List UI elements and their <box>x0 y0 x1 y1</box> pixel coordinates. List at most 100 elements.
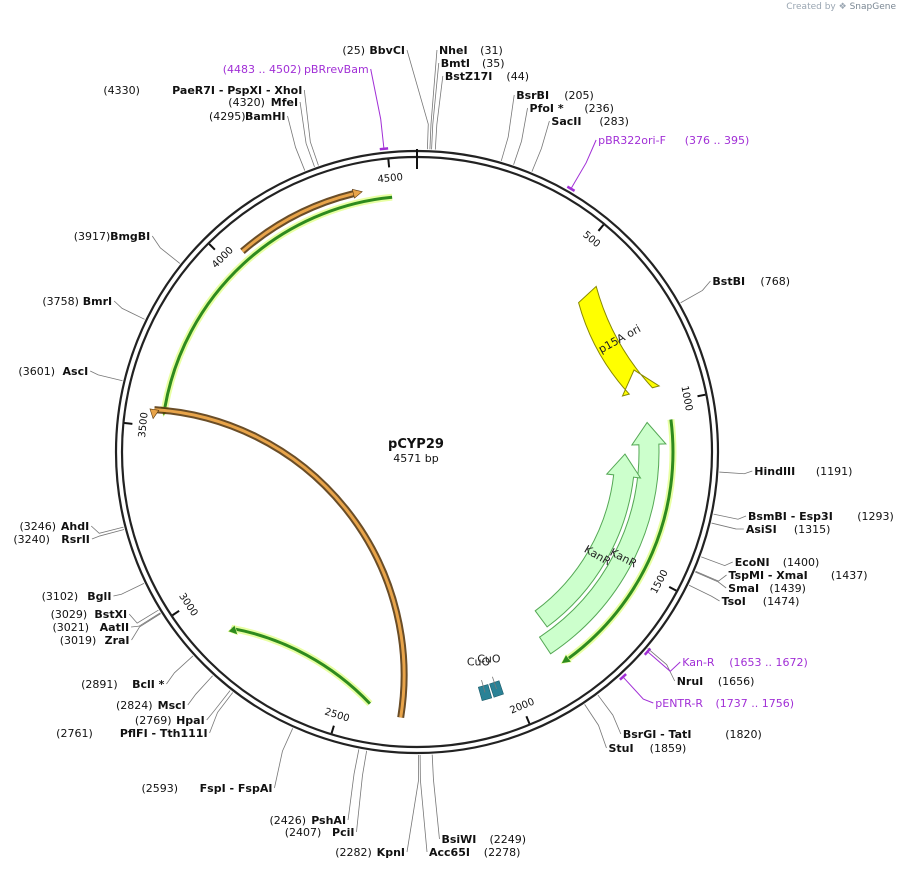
primer-name: pBR322ori-F <box>598 134 666 147</box>
site-bsiwi[interactable]: BsiWI(2249) <box>441 833 526 846</box>
site-bsrgi-tati[interactable]: BsrGI - TatI(1820) <box>623 728 762 741</box>
site-bcli[interactable]: BclI *(2891) <box>81 678 165 691</box>
site-bmti[interactable]: BmtI(35) <box>441 57 505 70</box>
site-bmri[interactable]: BmrI(3758) <box>42 295 112 308</box>
primer-pbrrevbam[interactable]: pBRrevBam(4483 .. 4502) <box>223 63 389 151</box>
site-name: BmgBI <box>110 230 150 243</box>
site-name: TsoI <box>722 595 746 608</box>
site-position: (3029) <box>51 608 88 621</box>
feature-orange-bottom[interactable] <box>149 406 408 719</box>
site-pshai[interactable]: PshAI(2426) <box>269 814 346 827</box>
primer-mark <box>566 185 576 192</box>
site-name: PflFI - Tth111I <box>120 727 208 740</box>
primer-pbr322ori-f[interactable]: pBR322ori-F(376 .. 395) <box>566 134 749 192</box>
site-position: (4295) <box>209 110 246 123</box>
primer-mark <box>379 147 389 151</box>
site-leader <box>597 694 622 735</box>
site-acc65i[interactable]: Acc65I(2278) <box>429 846 520 859</box>
site-position: (2761) <box>56 727 93 740</box>
tick-mark <box>668 585 677 592</box>
site-rsrii[interactable]: RsrII(3240) <box>13 533 90 546</box>
site-zrai[interactable]: ZraI(3019) <box>60 634 130 647</box>
site-name: PshAI <box>311 814 346 827</box>
site-tsoi[interactable]: TsoI(1474) <box>722 595 800 608</box>
site-name: BsmBI - Esp3I <box>748 510 833 523</box>
site-paer7i-pspxi-xhoi[interactable]: PaeR7I - PspXI - XhoI(4330) <box>103 84 302 97</box>
site-pfoi[interactable]: PfoI *(236) <box>530 102 614 115</box>
site-tspmi-xmai[interactable]: TspMI - XmaI(1437) <box>729 569 868 582</box>
primer-kan-r[interactable]: Kan-R(1653 .. 1672) <box>643 647 808 669</box>
site-nhei[interactable]: NheI(31) <box>439 44 503 57</box>
feature-body-kanr-inner <box>534 453 642 628</box>
site-name: TspMI - XmaI <box>729 569 808 582</box>
site-sacii[interactable]: SacII(283) <box>551 115 629 128</box>
site-fspi-fspai[interactable]: FspI - FspAI(2593) <box>141 782 272 795</box>
site-name: ZraI <box>105 634 130 647</box>
site-name: AscI <box>63 365 89 378</box>
site-bmgbi[interactable]: BmgBI(3917) <box>74 230 151 243</box>
site-kpni[interactable]: KpnI(2282) <box>335 846 405 859</box>
site-stui[interactable]: StuI(1859) <box>608 742 686 755</box>
site-pcii[interactable]: PciI(2407) <box>285 826 355 839</box>
site-hpai[interactable]: HpaI(2769) <box>135 714 205 727</box>
site-name: BstZ17I <box>445 70 493 83</box>
feature-orange-left-top[interactable] <box>240 188 363 254</box>
site-name: StuI <box>608 742 633 755</box>
site-leader <box>431 754 440 840</box>
feature-kanr-outer[interactable]: KanR <box>538 421 667 655</box>
primer-pentr-r[interactable]: pENTR-R(1737 .. 1756) <box>619 673 794 710</box>
primer-leader <box>370 68 385 149</box>
snapgene-logo-icon: ❖ <box>838 2 847 12</box>
site-leader <box>187 675 213 706</box>
site-position: (3758) <box>42 295 79 308</box>
tick-label: 2500 <box>323 707 351 725</box>
tick-mark <box>124 422 133 425</box>
feature-body-kanr-outer <box>538 421 667 655</box>
site-bgli[interactable]: BglI (3102) <box>42 590 112 603</box>
cuo-leader <box>481 679 486 693</box>
site-hindiii[interactable]: HindIII(1191) <box>754 465 852 478</box>
cuo-operator[interactable]: CuO <box>467 655 493 702</box>
site-bstxi[interactable]: BstXI(3029) <box>51 608 128 621</box>
site-leader <box>90 370 123 382</box>
site-leader <box>434 75 444 150</box>
site-smai[interactable]: SmaI(1439) <box>728 582 806 595</box>
feature-green-right[interactable] <box>560 419 677 664</box>
feature-kanr-inner[interactable]: KanR <box>534 453 642 628</box>
site-asisi[interactable]: AsiSI(1315) <box>746 523 831 536</box>
tick-label: 3000 <box>176 591 199 618</box>
site-aatii[interactable]: AatII(3021) <box>52 621 129 634</box>
site-leader <box>701 556 733 567</box>
site-bstz17i[interactable]: BstZ17I(44) <box>445 70 529 83</box>
site-bsmbi-esp3i[interactable]: BsmBI - Esp3I(1293) <box>748 510 894 523</box>
site-name: EcoNI <box>735 556 770 569</box>
site-msci[interactable]: MscI(2824) <box>116 699 186 712</box>
feature-p15a-ori[interactable]: p15A ori <box>578 285 661 397</box>
site-name: BamHI <box>245 110 286 123</box>
feature-green-bottom[interactable] <box>227 624 373 707</box>
site-bbvci[interactable]: BbvCI(25) <box>342 44 405 57</box>
site-position: (3102) <box>42 590 79 603</box>
site-mfei[interactable]: MfeI(4320) <box>228 96 298 109</box>
site-leader <box>719 470 753 475</box>
site-position: (205) <box>564 89 594 102</box>
primer-range: (1653 .. 1672) <box>729 656 808 669</box>
site-name: BglI <box>87 590 111 603</box>
site-leader <box>500 94 515 162</box>
site-pflfi-tth111i[interactable]: PflFI - Tth111I (2761) <box>56 727 207 740</box>
site-nrui[interactable]: NruI(1656) <box>677 675 755 688</box>
site-position: (2282) <box>335 846 372 859</box>
tick-label: 4500 <box>377 172 403 185</box>
site-econi[interactable]: EcoNI(1400) <box>735 556 820 569</box>
site-leader <box>128 609 159 624</box>
site-leader <box>531 120 550 172</box>
site-name: HpaI <box>176 714 205 727</box>
site-bamhi[interactable]: BamHI(4295) <box>209 110 286 123</box>
site-ahdi[interactable]: AhdI(3246) <box>19 520 89 533</box>
cuo-operator[interactable]: CuO <box>477 652 504 698</box>
primer-name: pENTR-R <box>655 697 703 710</box>
site-bsrbi[interactable]: BsrBI(205) <box>516 89 594 102</box>
site-asci[interactable]: AscI(3601) <box>18 365 88 378</box>
site-name: PciI <box>332 826 354 839</box>
site-bstbi[interactable]: BstBI(768) <box>712 275 790 288</box>
